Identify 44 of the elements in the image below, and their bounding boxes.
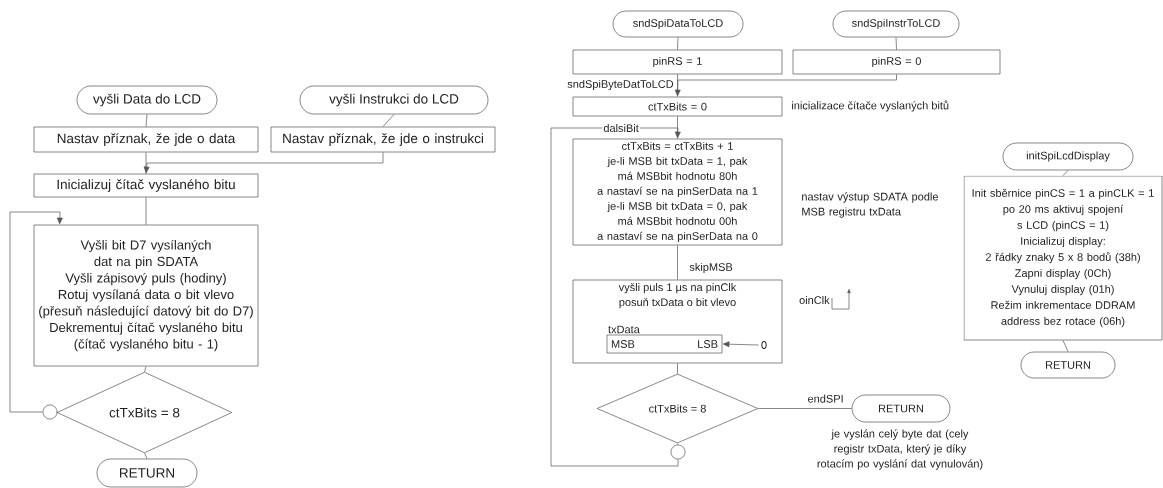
connector-line	[1062, 170, 1069, 176]
edge-label: endSPI	[806, 393, 845, 404]
connector-line	[56, 411, 58, 413]
note-text: inicializace čítače vyslaných bitů	[792, 100, 949, 112]
connector-line	[145, 114, 148, 127]
process-box: Inicializuj čítač vyslaného bitu	[33, 173, 259, 198]
connector-line	[144, 366, 147, 373]
node-label: LSB	[698, 340, 718, 348]
connector-circle	[670, 444, 686, 460]
connector-line	[677, 245, 678, 280]
connector-line	[677, 443, 679, 445]
arrow	[9, 211, 63, 413]
signal-label: oinClk	[799, 295, 830, 305]
arrow	[143, 152, 384, 174]
arrow	[722, 341, 759, 348]
connector-line	[1062, 340, 1069, 352]
connector-line	[145, 197, 147, 225]
value-text: 0	[761, 341, 767, 349]
process-box: ctTxBits = 0	[572, 96, 783, 117]
register-label: txData	[608, 325, 640, 334]
process-box: Init sběrnice pinCS = 1 a pinCLK = 1 po 20 ms aktivuj spojení s LCD (pinCS = 1) Inicializuj display: 2 řádky znaky 5 x 8 bodů (38h) Zapni display (0Ch) Vynuluj display (01h) Režim inkrementace DDRAM address bez rotace (06h)	[963, 175, 1163, 341]
edge-label: dalsiBit	[602, 122, 640, 134]
edge-label: sndSpiByteDatToLCD	[566, 78, 675, 92]
edge-label: skipMSB	[688, 261, 734, 275]
connector-line	[895, 37, 897, 50]
process-box: Nastav příznak, že jde o data	[33, 126, 259, 153]
process-box: pinRS = 0	[792, 49, 1001, 75]
arrow	[674, 74, 897, 97]
connector-line	[145, 152, 147, 174]
connector-line	[382, 114, 395, 127]
arrow	[550, 127, 681, 467]
register-box: MSB LSB	[606, 334, 723, 354]
connector-line	[677, 363, 678, 374]
note-text: nastav výstup SDATA podle MSB registru txData	[802, 192, 938, 218]
connector-line	[677, 37, 679, 50]
process-box: Vyšli bit D7 vysílaných dat na pin SDATA Vyšli zápisový puls (hodiny) Rotuj vysílaná data o bit vlevo (přesuň následující datový bit do D7) Dekrementuj čítač vyslaného bitu (čítač vyslaného bitu - 1)	[33, 224, 259, 367]
process-box: ctTxBits = ctTxBits + 1 je-li MSB bit txData = 1, pak má MSBbit hodnotu 80h a nastaví se na pinSerData na 1 je-li MSB bit txData = 0, pak má MSBbit hodnotu 00h a nastaví se na pinSerData na 0	[572, 138, 783, 246]
connector-line	[144, 452, 148, 459]
note-text: je vyslán celý byte dat (cely registr txData, který je díky rotacím po vyslání dat vynulován)	[817, 429, 983, 470]
process-box: Nastav příznak, že jde o instrukci	[270, 126, 496, 153]
connector-circle	[42, 404, 58, 420]
connector-line	[758, 408, 852, 409]
process-box: pinRS = 1	[572, 49, 783, 75]
node-label: MSB	[611, 340, 635, 348]
